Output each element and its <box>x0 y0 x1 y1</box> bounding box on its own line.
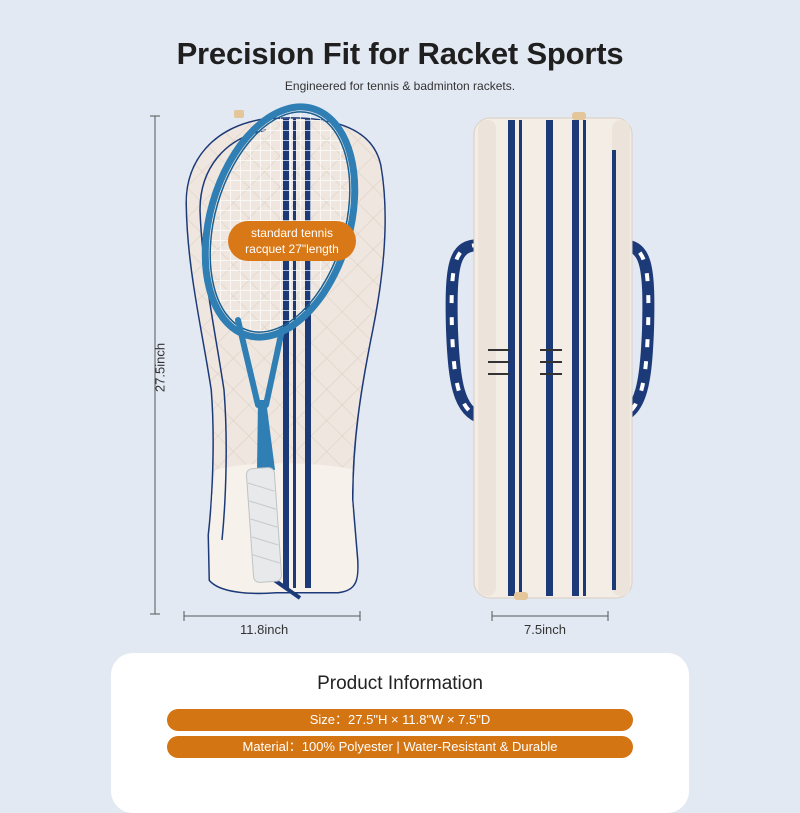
product-info-title: Product Information <box>317 673 483 694</box>
racket-bag-side <box>445 112 655 600</box>
height-dimension-line <box>150 115 160 615</box>
material-spec-pill: Material：100% Polyester | Water-Resistan… <box>167 736 633 758</box>
racket-length-callout: standard tennis racquet 27"length <box>228 221 356 261</box>
page-title: Precision Fit for Racket Sports <box>176 36 624 71</box>
front-width-label: 11.8inch <box>240 622 289 637</box>
product-illustration <box>150 90 655 621</box>
page-subtitle: Engineered for tennis & badminton racket… <box>284 79 516 93</box>
callout-line-1: standard tennis <box>250 226 334 240</box>
callout-line-2: racquet 27"length <box>245 242 339 256</box>
side-width-dimension-line <box>491 611 609 621</box>
size-spec-pill: Size：27.5"H × 11.8"W × 7.5"D <box>167 709 633 731</box>
side-width-label: 7.5inch <box>524 622 566 637</box>
product-info-card <box>111 653 689 813</box>
front-width-dimension-line <box>183 611 361 621</box>
height-label: 27.5inch <box>152 342 168 393</box>
